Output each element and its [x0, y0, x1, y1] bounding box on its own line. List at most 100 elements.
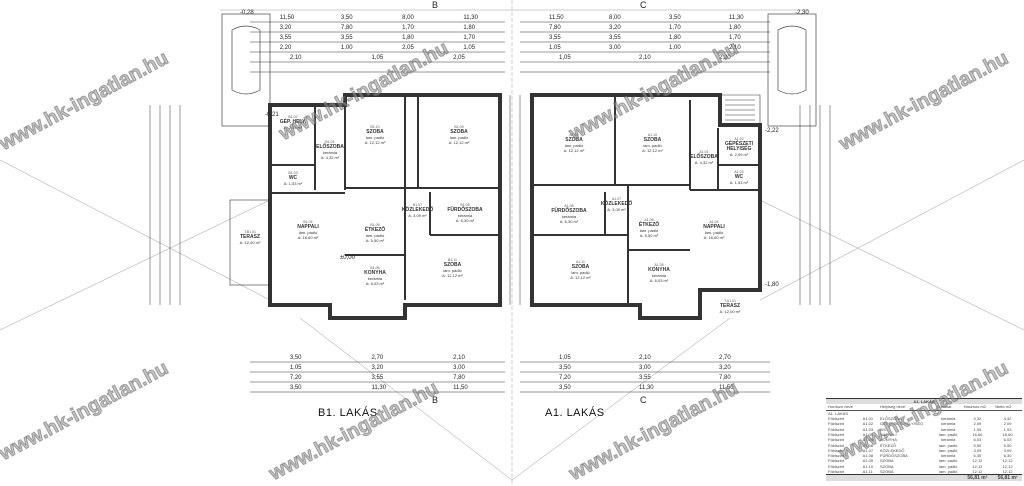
room-name: TERASZ — [240, 233, 260, 240]
table-cell: 12,12 — [1002, 463, 1013, 469]
room-id: B1.06 — [370, 222, 380, 227]
table-cell: lam. padló — [938, 431, 958, 437]
room-b1-bedroom-10: B1.10 SZOBA lam. padló A: 12,12 m² — [346, 110, 404, 160]
parking-spots — [221, 13, 817, 127]
table-cell: A1.04 — [862, 431, 874, 437]
dimension-label: 1,05 — [371, 55, 384, 61]
room-a1-living: A1.04 NAPPALI lam. padló A: 16,60 m² — [670, 210, 758, 250]
table-cell: WC — [880, 426, 887, 432]
room-a1-dining: A1.06 ÉTKEZŐ lam. padló A: 5,50 m² — [629, 210, 669, 245]
table-cell: lam. padló — [938, 442, 958, 448]
table-cell: SZOBA — [880, 469, 894, 474]
table-cell: 2,09 — [1003, 421, 1012, 427]
room-name: WC — [734, 174, 744, 180]
table-header: Hasznos m2 — [961, 404, 994, 411]
room-name: ÉTKEZŐ — [364, 226, 386, 233]
room-name: KÖZLEKEDŐ — [600, 201, 633, 207]
table-cell: 2,09 — [973, 421, 982, 427]
dimension-label: 2,05 — [453, 55, 465, 61]
table-cell: 4,32 — [1003, 416, 1012, 422]
table-cell: lam. padló — [938, 458, 958, 464]
table-cell: kerámia — [941, 416, 956, 422]
room-a1-entry: A1.01 ELŐSZOBA A: 4,32 m² — [690, 140, 718, 175]
table-cell: 12,12 — [1002, 469, 1013, 474]
room-name: ELŐSZOBA — [690, 154, 718, 160]
table-header: Hordozó neve — [826, 404, 861, 411]
room-name: GÉP. HELY. — [279, 119, 307, 125]
table-cell: A1.02 — [862, 421, 874, 427]
dimension-label: 2,05 — [402, 45, 414, 51]
table-header: Nettó m2 — [993, 404, 1022, 411]
section-mark-c: C — [640, 395, 647, 405]
room-id: A1.05 — [654, 262, 664, 267]
table-cell: 12,12 — [972, 469, 983, 474]
a1-walls — [530, 93, 762, 320]
table-cell: lam. padló — [938, 469, 958, 474]
plan-label-a1: A1. LAKÁS — [545, 407, 605, 419]
room-name: NAPPALI — [703, 224, 725, 230]
room-area: A: 3,09 m² — [408, 212, 427, 218]
room-name: TERASZ — [720, 302, 740, 309]
room-a1-mechanical: A1.02 GÉPÉSZETI HELYISÉG A: 2,09 m² — [719, 130, 759, 164]
room-id: A1.07 — [611, 197, 622, 201]
room-name: ÉTKEZŐ — [638, 221, 660, 228]
room-b1-mechanical: B1.02 GÉP. HELY. A: 2,09 m² — [272, 110, 314, 135]
dimension-label: 3,20 — [719, 365, 731, 371]
dimension-label: 2,70 — [719, 355, 731, 361]
dimension-label: 1,05 — [549, 45, 561, 51]
room-b1-bedroom-09: B1.09 SZOBA lam. padló A: 12,12 m² — [419, 110, 499, 160]
room-name: KONYHA — [648, 266, 670, 273]
room-id: B1.11 — [448, 257, 457, 262]
room-a1-bedroom-09: A1.09 SZOBA lam. padló A: 12,12 m² — [534, 120, 614, 165]
table-cell: 3,09 — [1003, 447, 1012, 453]
table-cell: A1.09 — [862, 458, 874, 464]
dimension-label: 1,70 — [402, 25, 414, 31]
room-b1-entry: B1.01 ELŐSZOBA kerámia A: 4,32 m² — [315, 130, 345, 170]
dimension-label: 1,70 — [729, 35, 741, 41]
dimension-label: 2,10 — [639, 355, 651, 361]
room-name: FÜRDŐSZOBA — [447, 207, 483, 213]
room-id: B1.04 — [303, 220, 313, 224]
table-cell: Földszint — [828, 463, 845, 469]
level-mark: -2,22 — [765, 128, 779, 134]
room-floor: kerámia — [457, 213, 473, 218]
table-cell: 3,09 — [973, 447, 982, 453]
table-cell: Földszint — [828, 442, 845, 448]
room-area: A: 1,53 m² — [283, 180, 303, 186]
dimension-label: 3,20 — [371, 365, 384, 371]
dimension-label: 7,80 — [719, 375, 731, 381]
room-id: A1.01 — [699, 150, 709, 154]
table-cell: kerámia — [941, 426, 956, 432]
table-cell: 12,12 — [972, 458, 983, 464]
room-floor: lam. padló — [365, 232, 385, 238]
room-a1-terrace: T.A1.01 TERASZ A: 12,00 m² — [700, 295, 760, 317]
room-id: B1.09 — [454, 125, 464, 129]
table-cell: KONYHA — [880, 437, 897, 443]
dimension-label: 1,70 — [463, 35, 476, 41]
room-area: A: 5,50 m² — [365, 237, 385, 243]
b1-walls — [229, 93, 502, 320]
level-mark: -0,28 — [240, 10, 254, 16]
room-name: SZOBA — [643, 136, 662, 143]
dimension-label: 2,70 — [371, 355, 384, 361]
dimension-label: 2,20 — [719, 55, 731, 61]
dimension-label: 3,50 — [340, 15, 353, 21]
table-cell: FÜRDŐSZOBA — [880, 453, 908, 459]
dimension-label: 3,50 — [669, 15, 681, 21]
dimension-label: 3,50 — [289, 355, 302, 361]
table-cell: Földszint — [828, 447, 845, 453]
table-header — [860, 404, 878, 411]
room-name: FÜRDŐSZOBA — [551, 208, 587, 214]
table-cell: 6,30 — [1003, 453, 1012, 459]
dimension-label: 3,55 — [279, 35, 292, 41]
table-cell: 6,03 — [1003, 437, 1012, 443]
car-icon — [231, 25, 261, 95]
room-id: B1.10 — [370, 125, 380, 129]
room-id: B1.01 — [325, 140, 335, 144]
room-name: NAPPALI — [297, 224, 319, 230]
